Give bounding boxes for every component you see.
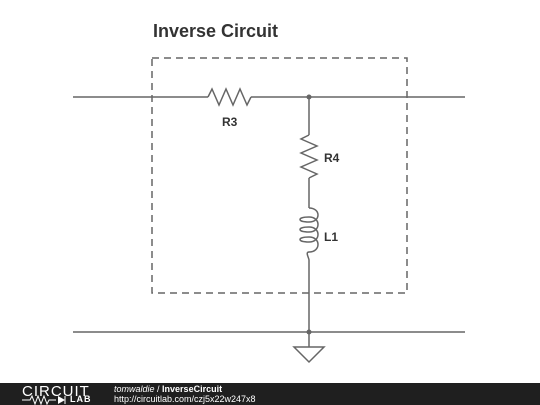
top-wire — [73, 87, 465, 107]
circuit-name-link[interactable]: InverseCircuit — [162, 384, 223, 394]
diagram-title: Inverse Circuit — [153, 21, 279, 41]
circuit-url-link[interactable]: http://circuitlab.com/czj5x22w247x8 — [114, 394, 256, 404]
subcircuit-boundary — [151, 57, 408, 294]
circuit-schematic — [73, 57, 465, 364]
resistor-r4-symbol — [299, 134, 319, 179]
ground-symbol — [292, 332, 326, 364]
credit-block: tomwaldie / InverseCircuit http://circui… — [114, 384, 256, 404]
label-l1: L1 — [324, 230, 339, 244]
logo-text-top: CIRCUIT — [22, 383, 90, 400]
logo-resistor-icon — [22, 395, 66, 405]
logo-text-bottom: LAB — [70, 394, 92, 404]
label-r3: R3 — [222, 115, 238, 129]
vertical-branch — [299, 97, 319, 332]
label-r4: R4 — [324, 151, 340, 165]
inductor-l1-symbol — [299, 207, 319, 261]
author-link[interactable]: tomwaldie — [114, 384, 155, 394]
resistor-r3-symbol — [207, 87, 252, 107]
footer-bar: CIRCUIT LAB tomwaldie / InverseCircuit h… — [0, 383, 540, 405]
circuitlab-logo[interactable]: CIRCUIT LAB — [22, 383, 100, 405]
credit-separator: / — [154, 384, 163, 394]
